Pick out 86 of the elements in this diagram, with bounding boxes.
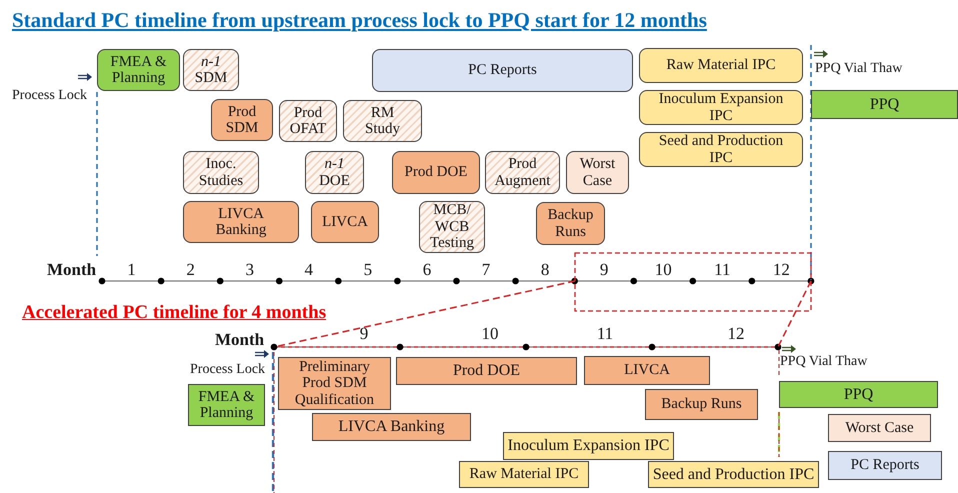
task-box <box>648 461 819 488</box>
milestone-label: PPQ Vial Thaw <box>815 62 902 76</box>
hatched-task-box <box>279 100 337 142</box>
task-box <box>828 451 942 480</box>
task-box <box>503 432 674 460</box>
month-number: 9 <box>360 325 368 342</box>
hatched-task-box <box>343 100 422 142</box>
task-label: Inoculum Expansion IPC <box>508 437 670 455</box>
task-box <box>392 151 480 194</box>
hatched-task-box <box>305 151 364 194</box>
task-box <box>584 356 710 385</box>
task-box <box>639 132 803 167</box>
task-label: PPQ <box>870 96 900 114</box>
task-box <box>536 202 605 245</box>
task-box <box>188 384 265 426</box>
task-box <box>211 99 273 141</box>
task-box <box>396 357 577 385</box>
task-label: FMEA & Planning <box>109 54 168 86</box>
hatched-task-box <box>485 151 560 194</box>
task-label: Prod DOE <box>404 164 468 181</box>
month-number: 4 <box>304 261 314 278</box>
task-label: Worst Case <box>578 156 616 189</box>
task-box <box>97 49 180 91</box>
section-title: Accelerated PC timeline for 4 months <box>22 303 326 322</box>
month-number: 5 <box>364 261 372 278</box>
task-label: n-1 DOE <box>318 156 351 189</box>
task-label: Inoc. Studies <box>198 156 244 189</box>
month-number: 2 <box>186 261 195 278</box>
task-label: Inoculum Expansion IPC <box>658 91 784 124</box>
task-label: Worst Case <box>845 420 914 436</box>
milestone-label: PPQ Vial Thaw <box>780 355 868 369</box>
axis-title: Month <box>215 331 264 348</box>
task-box <box>183 201 299 243</box>
milestone-label: Process Lock <box>12 89 88 103</box>
task-label: n-1 SDM <box>194 54 228 86</box>
task-box <box>278 357 391 410</box>
task-label: PPQ <box>844 386 874 404</box>
month-number: 9 <box>600 261 608 278</box>
milestone-label: Process Lock <box>190 363 266 377</box>
task-box <box>811 90 958 119</box>
month-number: 10 <box>482 325 498 342</box>
task-label: Backup Runs <box>661 396 742 413</box>
task-label: Preliminary Prod SDM Qualification <box>294 358 376 408</box>
hatched-task-box <box>419 201 485 253</box>
month-number: 12 <box>728 325 744 342</box>
task-box <box>828 414 931 442</box>
task-box <box>311 201 379 243</box>
hatched-task-box <box>183 151 259 194</box>
task-label: LIVCA <box>322 214 368 230</box>
title: Standard PC timeline from upstream process lock to PPQ start for 12 months <box>12 10 707 31</box>
task-box <box>639 48 803 83</box>
task-box <box>459 461 589 488</box>
month-number: 3 <box>245 261 254 278</box>
task-label: Seed and Production IPC <box>658 133 784 166</box>
task-label: Prod OFAT <box>288 104 328 138</box>
task-label: Raw Material IPC <box>666 57 776 74</box>
month-number: 12 <box>772 261 790 278</box>
task-box <box>566 151 629 194</box>
task-label: Backup Runs <box>546 207 594 240</box>
month-number: 11 <box>596 325 614 342</box>
month-number: 10 <box>654 261 672 278</box>
task-box <box>779 381 938 408</box>
task-label: LIVCA Banking <box>338 418 445 436</box>
task-label: PC Reports <box>850 457 920 474</box>
month-number: 11 <box>714 261 731 278</box>
task-label: Prod SDM <box>224 104 260 136</box>
month-number: 7 <box>482 261 490 278</box>
task-label: LIVCA <box>624 362 670 379</box>
task-label: PC Reports <box>468 62 537 79</box>
task-label: FMEA & Planning <box>197 388 256 422</box>
hatched-task-box <box>183 49 239 91</box>
task-label: Seed and Production IPC <box>652 466 814 484</box>
month-number: 6 <box>422 261 432 278</box>
task-label: MCB/ WCB Testing <box>429 202 475 252</box>
task-label: Prod DOE <box>452 362 520 380</box>
task-label: Raw Material IPC <box>469 466 579 483</box>
month-number: 1 <box>127 261 136 278</box>
axis-title: Month <box>47 261 96 278</box>
month-number: 8 <box>540 261 550 278</box>
task-label: Prod Augment <box>494 156 552 189</box>
task-label: RM Study <box>364 104 401 138</box>
task-box <box>312 413 471 441</box>
task-box <box>372 49 633 92</box>
task-label: LIVCA Banking <box>214 206 268 238</box>
task-box <box>639 90 803 125</box>
task-box <box>645 389 758 420</box>
